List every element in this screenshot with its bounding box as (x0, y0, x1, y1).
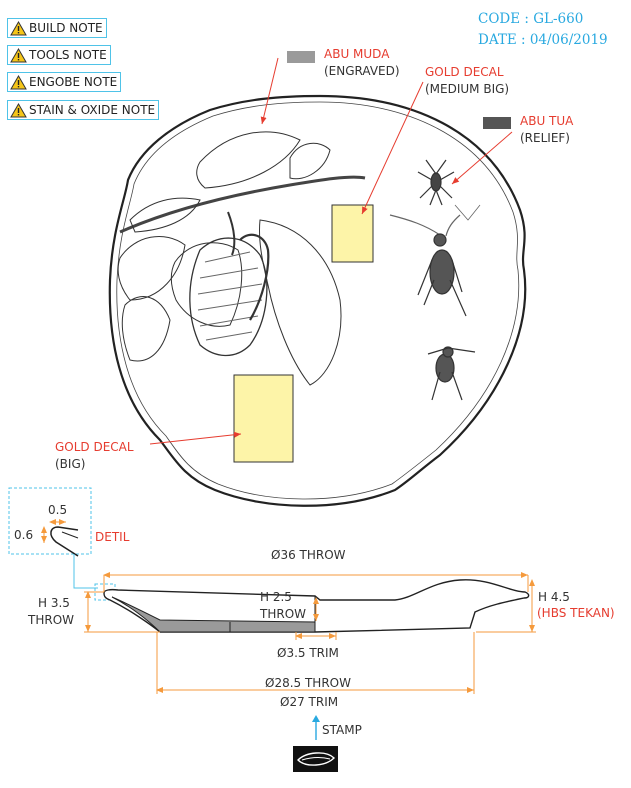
abu-tua-swatch (483, 117, 511, 129)
warning-icon (10, 47, 27, 63)
tools-note-label: TOOLS NOTE (29, 48, 107, 62)
abu-muda-title: ABU MUDA (324, 47, 390, 61)
beetle-illustration-large (389, 204, 481, 401)
gold-decal-big-title: GOLD DECAL (55, 440, 134, 454)
jackfruit-leaf-illustration (117, 131, 366, 386)
detail-label: DETIL (95, 530, 130, 544)
detail-height-dim: 0.6 (14, 528, 33, 542)
stamp-label: STAMP (322, 723, 362, 737)
gold-decal-medium-title: GOLD DECAL (425, 65, 504, 79)
foot-trim-label: Ø3.5 TRIM (277, 646, 339, 660)
dimension-lines (84, 572, 536, 694)
warning-icon (10, 74, 27, 90)
height-right-label: H 4.5 (538, 590, 570, 604)
abu-tua-subtitle: (RELIEF) (520, 131, 570, 145)
detail-width-dim: 0.5 (48, 503, 67, 517)
stain-oxide-note-button[interactable]: STAIN & OXIDE NOTE (7, 100, 160, 120)
detail-view: 0.5 0.6 DETIL (8, 487, 130, 601)
height-left-label-1: H 3.5 (38, 596, 70, 610)
stamp-indicator: STAMP (293, 715, 362, 772)
plate-top-view (108, 94, 527, 507)
height-left-label-2: THROW (27, 613, 74, 627)
beetle-illustration-small (417, 159, 455, 206)
foot-trim-27-label: Ø27 TRIM (280, 695, 338, 709)
stamp-logo (293, 746, 338, 772)
height-center-label-1: H 2.5 (260, 590, 292, 604)
code-date-block: CODE : GL-660 DATE : 04/06/2019 (478, 9, 608, 51)
diameter-throw-label: Ø36 THROW (271, 548, 346, 562)
gold-decal-big-area (233, 374, 294, 463)
stain-oxide-note-label: STAIN & OXIDE NOTE (29, 103, 156, 117)
gold-decal-medium-subtitle: (MEDIUM BIG) (425, 82, 509, 96)
abu-muda-subtitle: (ENGRAVED) (324, 64, 400, 78)
tools-note-button[interactable]: TOOLS NOTE (7, 45, 111, 65)
drawing-date: DATE : 04/06/2019 (478, 32, 608, 48)
build-note-button[interactable]: BUILD NOTE (7, 18, 107, 38)
abu-muda-swatch (287, 51, 315, 63)
engobe-note-button[interactable]: ENGOBE NOTE (7, 72, 122, 92)
build-note-label: BUILD NOTE (29, 21, 103, 35)
callout-leaders (149, 57, 513, 445)
warning-icon (10, 102, 27, 118)
height-right-note: (HBS TEKAN) (537, 606, 615, 620)
abu-tua-title: ABU TUA (520, 114, 574, 128)
foot-throw-label: Ø28.5 THROW (265, 676, 351, 690)
engobe-note-label: ENGOBE NOTE (29, 75, 118, 89)
gold-decal-big-subtitle: (BIG) (55, 457, 85, 471)
product-code: CODE : GL-660 (478, 11, 584, 27)
height-center-label-2: THROW (259, 607, 306, 621)
warning-icon (10, 20, 27, 36)
gold-decal-medium-area (331, 204, 374, 263)
